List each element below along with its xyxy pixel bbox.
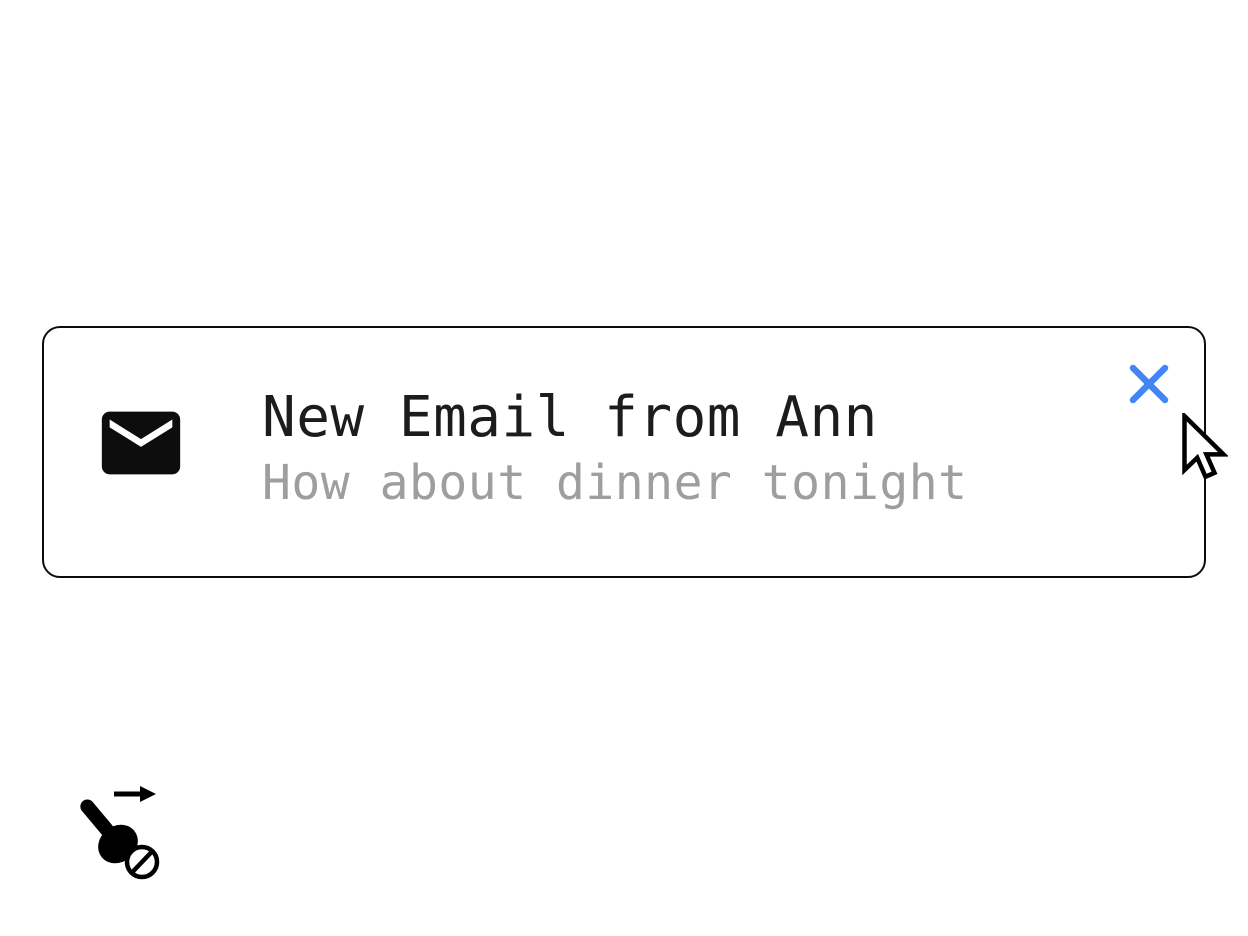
- mouse-pointer-icon: [1180, 413, 1228, 485]
- email-notification-card[interactable]: New Email from Ann How about dinner toni…: [42, 326, 1206, 578]
- mail-icon: [101, 411, 181, 475]
- close-icon: [1129, 364, 1169, 404]
- notification-title: New Email from Ann: [262, 385, 878, 450]
- notification-subtitle: How about dinner tonight: [262, 455, 968, 511]
- close-button[interactable]: [1125, 360, 1173, 408]
- swipe-right-disabled-icon: [78, 778, 170, 880]
